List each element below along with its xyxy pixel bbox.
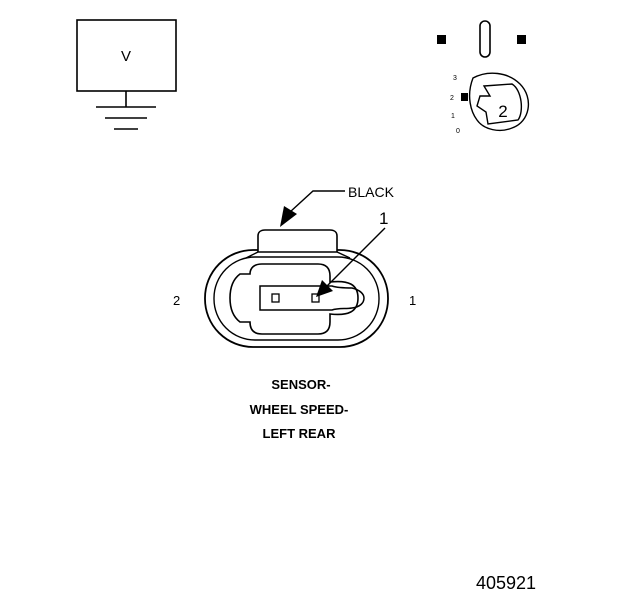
black-callout: BLACK — [280, 184, 395, 227]
key-slot-left-mark — [437, 35, 446, 44]
connector-inner-shell — [213, 256, 380, 341]
terminal-bar — [259, 285, 365, 311]
switch-position-2: 2 — [450, 95, 454, 102]
caption-line-2: WHEEL SPEED- — [250, 402, 349, 417]
selector-switch-symbol: 3 2 1 0 2 — [437, 20, 530, 135]
connector-cavity — [229, 263, 359, 335]
figure-id: 405921 — [476, 573, 536, 593]
connector-drawing — [204, 229, 389, 348]
key-slot-right-mark — [517, 35, 526, 44]
callout-number: 1 — [379, 209, 388, 228]
black-leader-line — [289, 190, 345, 213]
black-arrow-head — [280, 206, 297, 227]
pin-1-callout: 1 — [316, 209, 388, 297]
switch-key-icon — [476, 83, 523, 125]
pin-1-terminal — [311, 293, 320, 303]
switch-position-0: 0 — [456, 128, 460, 135]
pin-2-terminal — [271, 293, 280, 303]
switch-position-3: 3 — [453, 75, 457, 82]
switch-selected-marker — [461, 93, 468, 101]
switch-selected-label: 2 — [498, 102, 507, 121]
pin-left-label: 2 — [173, 293, 180, 308]
voltmeter-symbol: V — [76, 19, 177, 130]
ground-icon — [96, 106, 156, 130]
pin-1-leader-line — [325, 227, 386, 288]
caption-line-3: LEFT REAR — [263, 426, 337, 441]
pin-1-arrow-head — [316, 280, 333, 297]
connector-lock-tab-base — [245, 251, 351, 259]
switch-position-1: 1 — [451, 113, 455, 120]
key-slot-icon — [479, 20, 491, 58]
pin-right-label: 1 — [409, 293, 416, 308]
connector-lock-tab — [257, 229, 338, 252]
switch-knob-outline — [468, 72, 530, 132]
voltmeter-label: V — [121, 48, 131, 65]
caption-line-1: SENSOR- — [271, 377, 330, 392]
connector-color-label: BLACK — [348, 184, 395, 200]
